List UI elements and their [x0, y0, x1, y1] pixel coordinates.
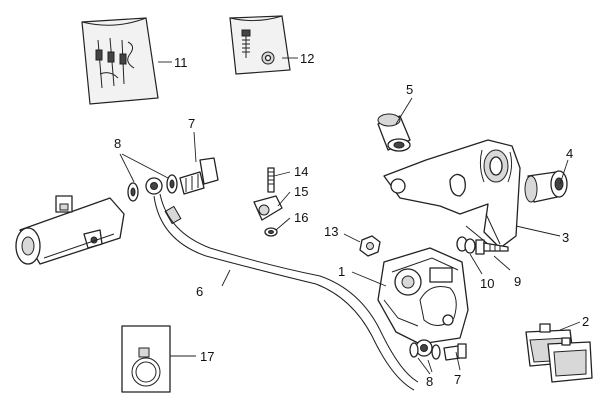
part-9-mounting-bolt [475, 239, 509, 255]
callout-5: 5 [406, 82, 413, 97]
hose-banjo-upper [145, 177, 182, 225]
part-8-crush-washers-upper [127, 174, 178, 202]
callout-10: 10 [480, 276, 494, 291]
part-5-spacer-bushing [377, 113, 411, 152]
callout-4: 4 [566, 146, 573, 161]
part-14-bleed-screw [267, 167, 275, 193]
part-8-crush-washers-lower [409, 342, 441, 360]
part-7-banjo-bolt-lower [443, 343, 467, 361]
callout-7-upper: 7 [188, 116, 195, 131]
part-13-nut [359, 235, 381, 257]
part-17-hose-clamp-box [121, 325, 171, 393]
part-3-caliper-carrier [383, 139, 521, 249]
part-6-brake-hose [153, 193, 419, 391]
callout-11: 11 [174, 55, 188, 70]
callout-labels: 1 2 3 4 5 6 7 7 8 8 9 10 11 12 13 14 15 … [114, 51, 589, 389]
part-2-brake-pads [525, 323, 593, 383]
part-15-banjo-union [253, 195, 283, 221]
callout-2: 2 [582, 314, 589, 329]
leader-lines [119, 57, 581, 375]
part-16-sealing-washer [264, 227, 278, 237]
callout-7-lower: 7 [454, 372, 461, 387]
callout-15: 15 [294, 184, 308, 199]
part-12-bolt-kit-bag [229, 15, 291, 75]
callout-17: 17 [200, 349, 214, 364]
part-7-banjo-bolt-upper [179, 157, 219, 195]
callout-6: 6 [196, 284, 203, 299]
callout-13: 13 [324, 224, 338, 239]
callout-1: 1 [338, 264, 345, 279]
part-10-washers [456, 236, 476, 254]
callout-3: 3 [562, 230, 569, 245]
callout-8-lower: 8 [426, 374, 433, 389]
callout-12: 12 [300, 51, 314, 66]
callout-14: 14 [294, 164, 308, 179]
callout-9: 9 [514, 274, 521, 289]
callout-8-upper: 8 [114, 136, 121, 151]
master-cylinder [15, 195, 125, 265]
part-4-spacer [524, 170, 568, 203]
callout-16: 16 [294, 210, 308, 225]
part-11-clip-kit-bag [81, 17, 159, 105]
part-1-brake-caliper [377, 247, 469, 345]
